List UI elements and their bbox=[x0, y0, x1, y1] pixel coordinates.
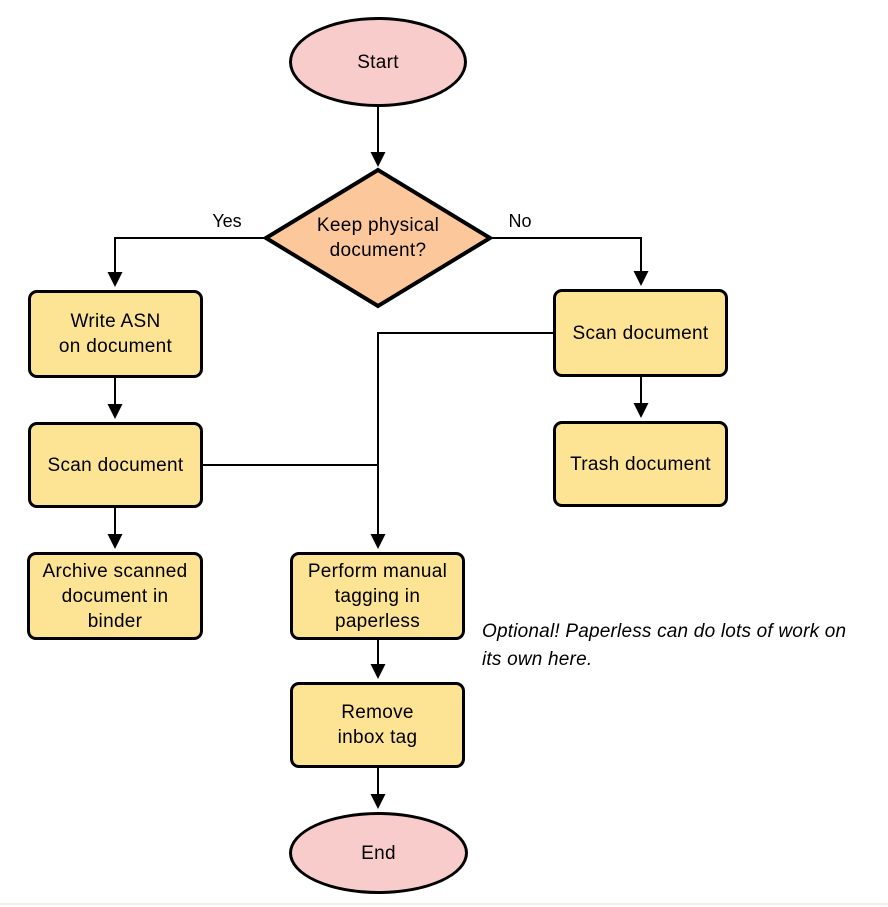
node-start-label: Start bbox=[357, 51, 399, 73]
bottom-divider bbox=[0, 903, 888, 905]
decision-label-text: Keep physical document? bbox=[316, 215, 440, 261]
node-scan-document-left: Scan document bbox=[28, 422, 203, 508]
node-scan-document-right: Scan document bbox=[553, 289, 728, 377]
node-tagging-label: Perform manual tagging in paperless bbox=[307, 560, 448, 632]
node-end-label: End bbox=[361, 842, 396, 864]
node-scan-left-label: Scan document bbox=[47, 454, 184, 476]
node-trash-document: Trash document bbox=[553, 421, 728, 507]
edge-decision-yes-to-write-asn bbox=[107, 237, 266, 287]
node-archive-binder: Archive scanned document in binder bbox=[27, 552, 203, 640]
node-manual-tagging: Perform manual tagging in paperless bbox=[290, 552, 465, 640]
node-trash-label: Trash document bbox=[570, 453, 711, 475]
decision-diamond-shape bbox=[262, 167, 494, 309]
node-write-asn: Write ASN on document bbox=[28, 290, 203, 378]
node-scan-right-label: Scan document bbox=[572, 322, 709, 344]
node-end: End bbox=[289, 812, 468, 894]
edge-scan-right-to-tagging bbox=[370, 332, 553, 549]
node-start: Start bbox=[289, 17, 467, 107]
optional-note-text: Optional! Paperless can do lots of work … bbox=[482, 621, 847, 670]
node-remove-inbox-tag: Remove inbox tag bbox=[290, 682, 465, 768]
edge-label-no: No bbox=[508, 211, 532, 231]
node-write-asn-label: Write ASN on document bbox=[58, 311, 173, 357]
node-remove-inbox-label: Remove inbox tag bbox=[337, 702, 418, 748]
edge-label-yes: Yes bbox=[212, 211, 242, 231]
node-decision-label: Keep physical document? bbox=[296, 213, 460, 263]
edge-decision-no-to-scan-right bbox=[490, 237, 649, 286]
node-archive-label: Archive scanned document in binder bbox=[42, 560, 188, 632]
